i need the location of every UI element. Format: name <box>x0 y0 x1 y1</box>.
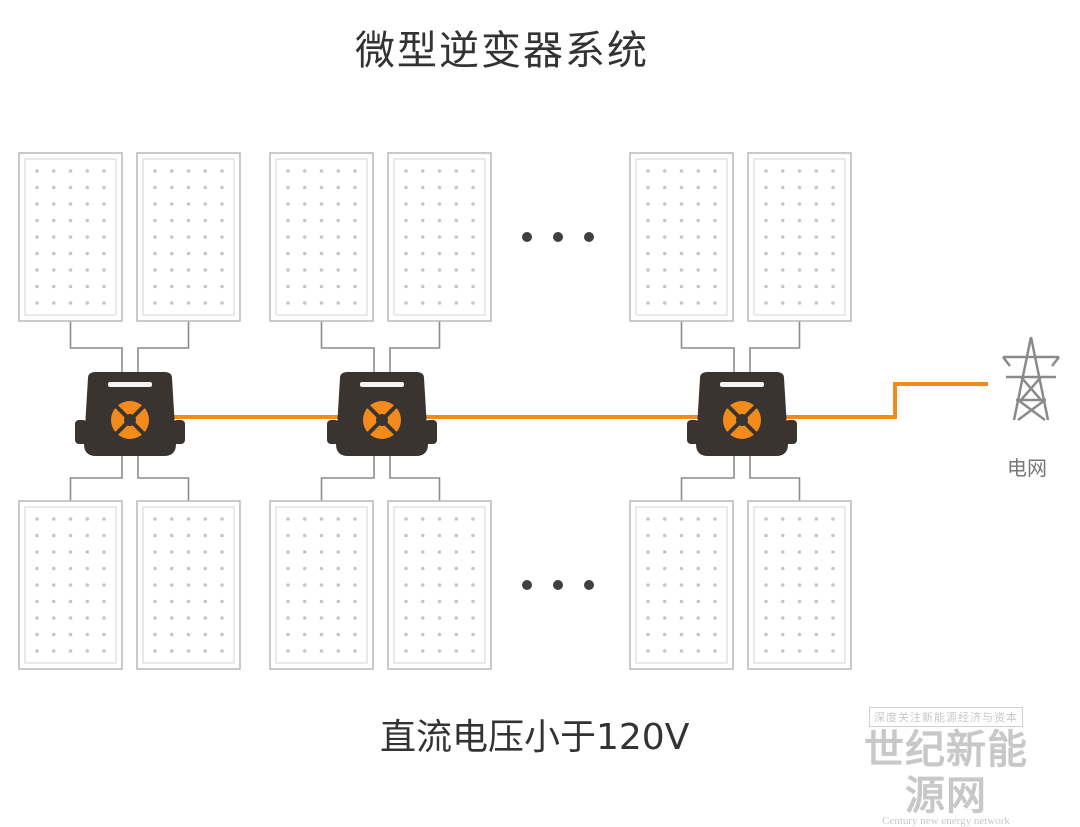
solar-panel-icon <box>747 500 852 670</box>
dc-wire-top <box>320 321 441 372</box>
ellipsis-group <box>522 232 594 590</box>
watermark-subtitle: Century new energy network <box>882 815 1010 827</box>
solar-panel-icon <box>629 500 734 670</box>
ellipsis-icon <box>522 580 594 590</box>
microinverter-diagram <box>18 152 1060 670</box>
solar-panel-icon <box>269 152 374 322</box>
dc-wire-bottom <box>680 452 801 501</box>
solar-panel-icon <box>269 500 374 670</box>
solar-panel-icon <box>18 500 123 670</box>
watermark: 深度关注新能源经济与资本 世纪新能源网 Century new energy n… <box>846 706 1046 827</box>
ac-line <box>150 382 988 419</box>
microinverter-icon <box>687 372 797 456</box>
dc-wire-top <box>69 321 190 372</box>
inverter-row <box>75 372 797 456</box>
solar-panel-icon <box>387 500 492 670</box>
ac-bus-line <box>150 382 988 419</box>
solar-panel-icon <box>136 500 241 670</box>
voltage-caption: 直流电压小于120V <box>380 717 690 758</box>
ellipsis-icon <box>522 232 594 242</box>
microinverter-icon <box>75 372 185 456</box>
watermark-brand: 世纪新能源网 <box>864 726 1028 819</box>
solar-panel-icon <box>18 152 123 322</box>
dc-wire-top <box>680 321 801 372</box>
solar-panel-icon <box>387 152 492 322</box>
watermark-tagline: 深度关注新能源经济与资本 <box>869 707 1023 727</box>
solar-panel-icon <box>747 152 852 322</box>
page-title: 微型逆变器系统 <box>355 28 649 74</box>
solar-panel-icon <box>629 152 734 322</box>
dc-wiring <box>69 321 801 501</box>
transmission-tower-icon <box>1002 336 1060 422</box>
microinverter-icon <box>327 372 437 456</box>
grid-label: 电网 <box>1007 456 1047 480</box>
solar-panel-array <box>18 152 852 670</box>
dc-wire-bottom <box>320 452 441 501</box>
dc-wire-bottom <box>69 452 190 501</box>
solar-panel-icon <box>136 152 241 322</box>
